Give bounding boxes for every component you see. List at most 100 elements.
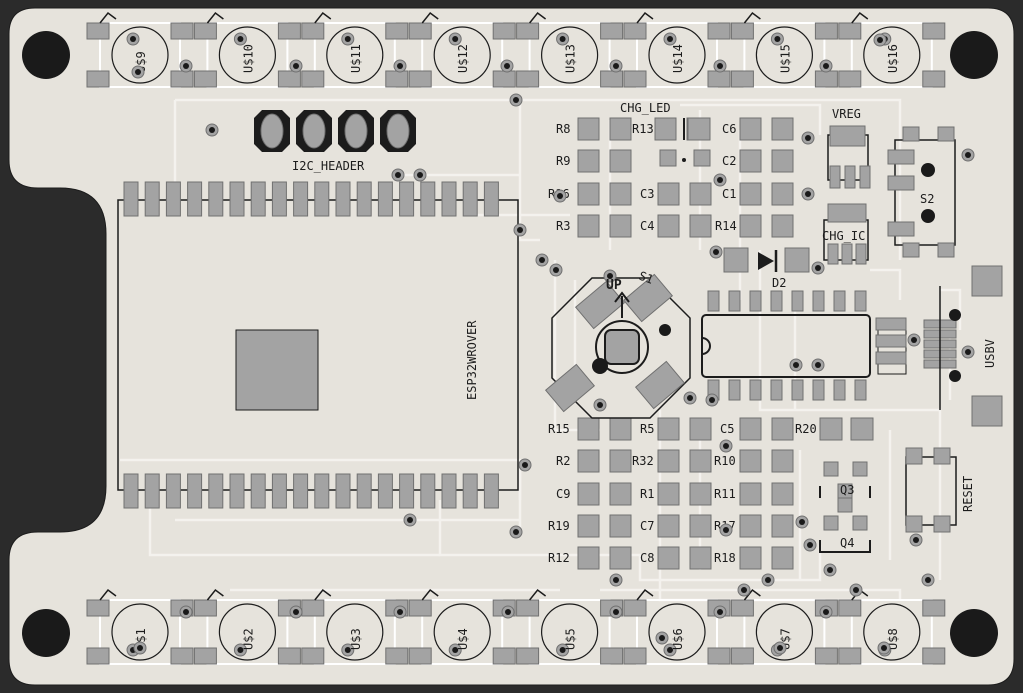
q4-label: Q4 (840, 536, 854, 550)
smd-pad (293, 473, 309, 509)
s1-pad (622, 273, 674, 323)
led-label: U$10 (241, 44, 255, 73)
via-hole (965, 152, 971, 158)
header-pin (386, 113, 410, 149)
via-hole (517, 227, 523, 233)
led-pin1-marker (529, 588, 547, 601)
via-hole (613, 577, 619, 583)
smd-pad (829, 165, 841, 189)
via-hole (395, 172, 401, 178)
up-label: UP (606, 278, 622, 293)
smd-pad (193, 70, 217, 88)
via-hole (717, 609, 723, 615)
smd-pad (905, 447, 923, 465)
led-lens (218, 26, 276, 84)
via-hole (881, 645, 887, 651)
mounting-hole (22, 31, 70, 79)
mounting-hole (950, 609, 998, 657)
led-outline (743, 599, 826, 665)
s1-pad (544, 363, 596, 413)
chg-led-label: CHG_LED (620, 101, 671, 115)
smd-pad (689, 417, 712, 441)
dip-notch (701, 337, 711, 355)
smd-pad (271, 181, 287, 217)
via-hole (827, 567, 833, 573)
via-hole (799, 519, 805, 525)
led-outline (313, 22, 396, 88)
d2-symbol (758, 252, 774, 270)
smd-pad (187, 181, 203, 217)
smd-pad (277, 647, 301, 665)
smd-pad (833, 290, 846, 312)
part-label: R1 (640, 487, 654, 501)
via-hole (504, 63, 510, 69)
smd-pad (791, 290, 804, 312)
part-label: R12 (548, 551, 570, 565)
smd-pad (86, 22, 110, 40)
led-pin1-marker (636, 588, 654, 601)
part-label: C7 (640, 519, 654, 533)
smd-pad (749, 379, 762, 401)
smd-pad (492, 647, 516, 665)
led-lens (326, 603, 384, 661)
smd-pad (657, 514, 680, 538)
smd-pad (875, 317, 907, 331)
via-hole (723, 527, 729, 533)
module-label: ESP32WROVER (465, 320, 479, 400)
via-hole (815, 265, 821, 271)
led-outline (421, 599, 504, 665)
via-hole (293, 609, 299, 615)
led-pin1-marker (851, 11, 869, 24)
smd-pad (462, 181, 478, 217)
smd-pad (854, 290, 867, 312)
via-hole (557, 193, 563, 199)
smd-pad (165, 473, 181, 509)
smd-pad (687, 117, 711, 141)
via-hole (815, 362, 821, 368)
smd-pad (123, 473, 139, 509)
led-lens (648, 603, 706, 661)
smd-pad (739, 417, 762, 441)
smd-pad (399, 473, 415, 509)
smd-pad (707, 70, 731, 88)
smd-pad (723, 247, 749, 273)
reset-outline (905, 456, 957, 526)
smd-pad (887, 149, 915, 165)
i2c-header-label: I2C_HEADER (292, 159, 365, 173)
s2-hole (921, 209, 935, 223)
via-hole (717, 177, 723, 183)
via-hole (687, 395, 693, 401)
via-hole (823, 609, 829, 615)
smd-pad (420, 181, 436, 217)
smd-pad (293, 181, 309, 217)
led-lens (755, 26, 814, 84)
led-pin1-marker (529, 11, 547, 24)
smd-pad (829, 125, 866, 147)
led-label: U$2 (241, 628, 255, 650)
smd-pad (739, 149, 762, 173)
smd-pad (577, 449, 600, 473)
led-outline (206, 599, 289, 665)
smd-pad (657, 546, 680, 570)
led-outline (99, 22, 181, 88)
smd-pad (609, 149, 632, 173)
smd-pad (922, 22, 946, 40)
smd-pad (844, 165, 856, 189)
q3-label: Q3 (840, 483, 854, 497)
smd-pad (689, 214, 712, 238)
smd-pad (859, 165, 871, 189)
mounting-hole (950, 31, 998, 79)
smd-pad (516, 70, 540, 88)
smd-pad (600, 70, 624, 88)
smd-pad (623, 22, 647, 40)
led-bottom: U$4 (408, 588, 516, 665)
via-hole (607, 273, 613, 279)
led-via-hole (130, 36, 136, 42)
smd-pad (609, 182, 632, 206)
smd-pad (749, 290, 762, 312)
smd-pad (771, 182, 794, 206)
usbv-label: USBV (983, 339, 997, 368)
led-top: U$11 (301, 11, 409, 88)
s1-pad (634, 360, 686, 410)
